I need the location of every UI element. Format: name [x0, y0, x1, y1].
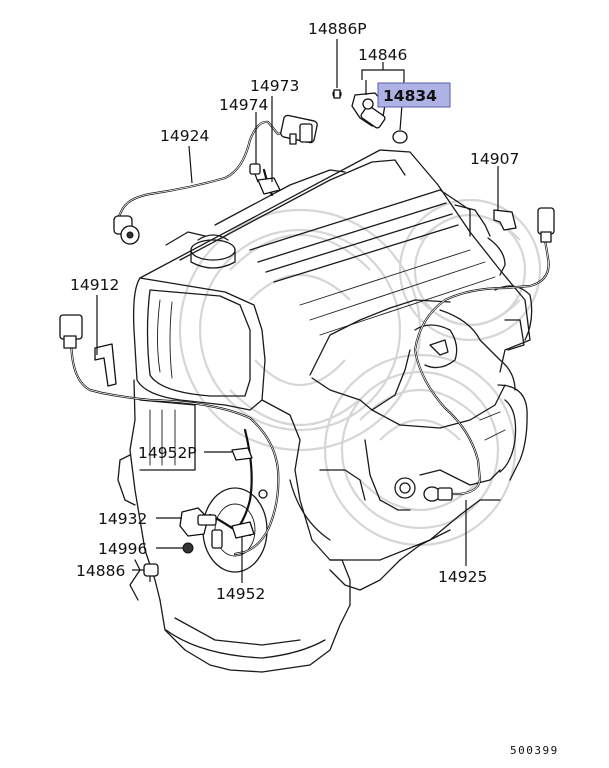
label-14952[interactable]: 14952: [216, 585, 265, 603]
bolt-14974: [249, 163, 261, 183]
o-ring: [392, 130, 408, 144]
label-14952P[interactable]: 14952P: [138, 444, 197, 462]
label-14834[interactable]: 14834: [383, 87, 437, 105]
callout-labels[interactable]: 14886P 14846 14834 14973 14974 14924 149…: [70, 20, 519, 603]
bolt-14886: [143, 563, 159, 582]
clip-14952P: [231, 447, 253, 461]
label-14925[interactable]: 14925: [438, 568, 487, 586]
bracket-14907: [493, 207, 555, 243]
bolt-14886P: [332, 89, 342, 99]
sensor-14925: [423, 486, 453, 502]
small-bolt: [258, 489, 268, 499]
engine-block: [117, 149, 533, 673]
label-14907[interactable]: 14907: [470, 150, 519, 168]
label-14886P-top[interactable]: 14886P: [308, 20, 367, 38]
label-14846[interactable]: 14846: [358, 46, 407, 64]
label-14974[interactable]: 14974: [219, 96, 268, 114]
connector-14973: [257, 114, 318, 195]
label-14886[interactable]: 14886: [76, 562, 125, 580]
highlight-box: [377, 82, 451, 108]
label-14924[interactable]: 14924: [160, 127, 209, 145]
wiring-harnesses: [68, 120, 550, 556]
sensor-14932: [179, 507, 223, 549]
watermark: [178, 198, 542, 547]
sensor-14834: [351, 92, 386, 129]
washer-14996: [182, 542, 194, 554]
connector-14912: [59, 314, 117, 387]
label-14996[interactable]: 14996: [98, 540, 147, 558]
sensor-14924: [113, 215, 140, 245]
clip-14952: [231, 521, 255, 539]
label-14932[interactable]: 14932: [98, 510, 147, 528]
figure-code: 500399: [510, 744, 559, 757]
label-14912[interactable]: 14912: [70, 276, 119, 294]
parts: [59, 89, 555, 582]
label-14973[interactable]: 14973: [250, 77, 299, 95]
